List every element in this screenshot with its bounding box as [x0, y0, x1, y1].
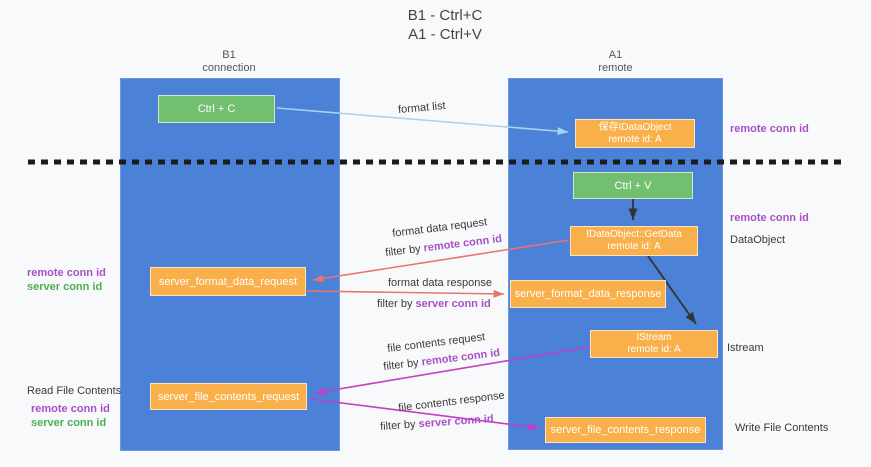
remote-conn-id-text: remote conn id — [422, 232, 503, 255]
filter-by-text: filter by — [382, 356, 420, 374]
lane-b1-role: connection — [202, 62, 256, 74]
server-format-data-request-label: server_format_data_request — [158, 275, 298, 288]
remote-conn-id-text: remote conn id — [420, 346, 501, 369]
istream-box: IStream remote id: A — [590, 330, 718, 358]
conn-id-annotation-group-2: remote conn id server conn id — [31, 402, 110, 430]
idataobject-getdata-line2: remote id: A — [607, 241, 661, 252]
ctrl-v-label: Ctrl + V — [614, 179, 652, 192]
dataobject-annotation: DataObject — [730, 234, 786, 246]
remote-conn-id-annotation-left-1: remote conn id — [27, 267, 106, 279]
server-format-data-response-box: server_format_data_response — [510, 280, 666, 308]
idataobject-getdata-box: IDataObject::GetData remote id: A — [570, 226, 698, 256]
lane-a1-name: A1 — [608, 49, 623, 61]
istream-annotation: Istream — [727, 342, 764, 354]
server-conn-id-annotation-left-2: server conn id — [31, 417, 107, 429]
server-conn-id-annotation-left-1: server conn id — [27, 281, 103, 293]
server-format-data-request-box: server_format_data_request — [150, 267, 306, 296]
diagram-title: B1 - Ctrl+C A1 - Ctrl+V — [285, 6, 605, 44]
filter-by-server-conn-id-label-2: filter by server conn id — [380, 413, 494, 433]
server-file-contents-response-box: server_file_contents_response — [545, 417, 706, 443]
filter-by-server-conn-id-label-1: filter by server conn id — [377, 298, 491, 310]
filter-by-text: filter by — [377, 298, 413, 310]
read-file-contents-annotation: Read File Contents — [27, 385, 122, 397]
idataobject-getdata-line1: IDataObject::GetData — [586, 229, 682, 240]
ctrl-c-label: Ctrl + C — [197, 103, 236, 115]
ctrl-v-box: Ctrl + V — [573, 172, 693, 199]
file-contents-response-label: file contents response — [397, 389, 506, 415]
format-data-response-label: format data response — [388, 277, 492, 289]
server-format-data-response-label: server_format_data_response — [514, 288, 662, 300]
server-conn-id-text: server conn id — [415, 298, 491, 310]
lane-b1-name: B1 — [222, 49, 236, 61]
remote-conn-id-annotation-left-2: remote conn id — [31, 403, 110, 415]
filter-by-text: filter by — [384, 242, 422, 260]
server-conn-id-text: server conn id — [418, 413, 495, 431]
lane-header-a1: A1 remote — [508, 49, 723, 75]
format-list-label: format list — [397, 99, 447, 117]
server-file-contents-request-box: server_file_contents_request — [150, 383, 307, 410]
conn-id-annotation-group-1: remote conn id server conn id — [27, 266, 106, 294]
istream-line1: IStream — [636, 332, 672, 343]
lane-header-b1: B1 connection — [120, 49, 338, 75]
title-line-2: A1 - Ctrl+V — [408, 26, 482, 43]
istream-line2: remote id: A — [627, 344, 681, 355]
save-idataobject-box: 保存IDataObject remote id: A — [575, 119, 695, 148]
remote-conn-id-annotation-right-2: remote conn id — [730, 212, 809, 224]
remote-conn-id-annotation-top-right: remote conn id — [730, 123, 809, 135]
save-idataobject-line2: remote id: A — [608, 133, 662, 145]
filter-by-text: filter by — [379, 418, 416, 433]
save-idataobject-line1: 保存IDataObject — [598, 121, 672, 133]
lane-a1-role: remote — [598, 62, 633, 74]
ctrl-c-box: Ctrl + C — [158, 95, 275, 123]
title-line-1: B1 - Ctrl+C — [407, 7, 483, 24]
server-file-contents-request-label: server_file_contents_request — [157, 390, 300, 403]
server-file-contents-response-label: server_file_contents_response — [550, 424, 701, 436]
write-file-contents-annotation: Write File Contents — [735, 422, 829, 434]
